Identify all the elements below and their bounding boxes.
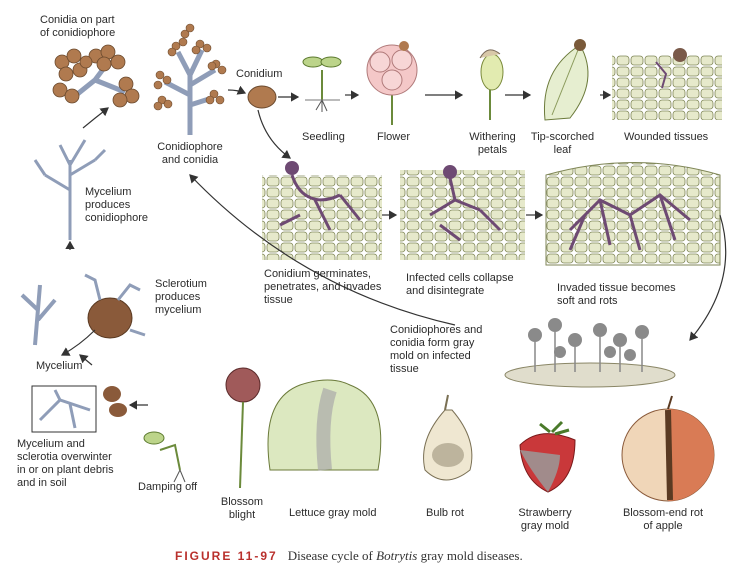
label-blossom-blight: Blossom blight (220, 496, 264, 521)
caption-text-before: Disease cycle of (287, 548, 377, 563)
strawberry-illustration (519, 420, 576, 493)
caption-species: Botrytis (376, 548, 418, 563)
gray-mold-illustration (504, 318, 676, 388)
label-damping-off: Damping off (138, 481, 198, 493)
seedling-illustration (302, 56, 342, 112)
caption-text-after: gray mold diseases. (417, 548, 523, 563)
apple-illustration (621, 395, 715, 502)
conidium-illustration (247, 85, 277, 109)
bulb-rot-illustration (423, 394, 473, 481)
label-bulb-rot: Bulb rot (426, 507, 464, 519)
label-withering-petals: Withering petals (469, 131, 516, 156)
label-overwinter: Mycelium and sclerotia overwinter in or … (17, 438, 114, 489)
label-invaded-tissue-rots: Invaded tissue becomes soft and rots (557, 282, 676, 307)
tip-scorched-leaf-illustration (543, 39, 589, 121)
label-strawberry-gray-mold: Strawberry gray mold (518, 507, 572, 532)
germination-tissue-illustration (262, 161, 382, 260)
rotting-tissue-illustration (545, 162, 721, 266)
blossom-blight-illustration (225, 367, 261, 489)
label-conidium: Conidium (236, 68, 283, 80)
figure-number: FIGURE 11-97 (175, 549, 278, 563)
label-conidiophores-gray-mold: Conidiophores and conidia form gray mold… (390, 324, 483, 375)
label-tip-scorched-leaf: Tip-scorched leaf (530, 131, 595, 156)
label-conidiophore-and-conidia: Conidiophore and conidia (157, 141, 223, 166)
overwinter-box-illustration (31, 385, 127, 433)
lettuce-illustration (267, 379, 382, 471)
withering-petals-illustration (479, 49, 504, 120)
label-wounded-tissues: Wounded tissues (624, 131, 709, 143)
label-flower: Flower (377, 131, 411, 143)
sclerotium-illustration (84, 273, 146, 339)
label-lettuce-gray-mold: Lettuce gray mold (289, 507, 377, 519)
conidiophore-detail-illustration (52, 44, 140, 108)
damping-off-illustration (143, 431, 186, 483)
conidiophore-illustration (153, 23, 227, 135)
wounded-tissue-illustration (612, 48, 722, 120)
label-conidia-on-part: Conidia on part of conidiophore (40, 14, 116, 39)
flower-illustration (366, 41, 418, 125)
label-conidium-germinates: Conidium germinates, penetrates, and inv… (264, 268, 382, 306)
label-mycelium: Mycelium (36, 360, 83, 372)
mycelium-illustration (20, 284, 57, 346)
cycle-arrows (60, 85, 727, 410)
collapse-tissue-illustration (400, 165, 525, 260)
label-mycelium-produces-conidiophore: Mycelium produces conidiophore (85, 186, 148, 224)
label-sclerotium-produces-mycelium: Sclerotium produces mycelium (155, 278, 207, 316)
mycelium-conidiophore-illustration (33, 139, 107, 240)
label-seedling: Seedling (302, 131, 345, 143)
label-infected-cells-collapse: Infected cells collapse and disintegrate (406, 272, 514, 297)
label-blossom-end-rot: Blossom-end rot of apple (622, 507, 704, 532)
figure-caption: FIGURE 11-97 Disease cycle of Botrytis gr… (175, 548, 523, 564)
